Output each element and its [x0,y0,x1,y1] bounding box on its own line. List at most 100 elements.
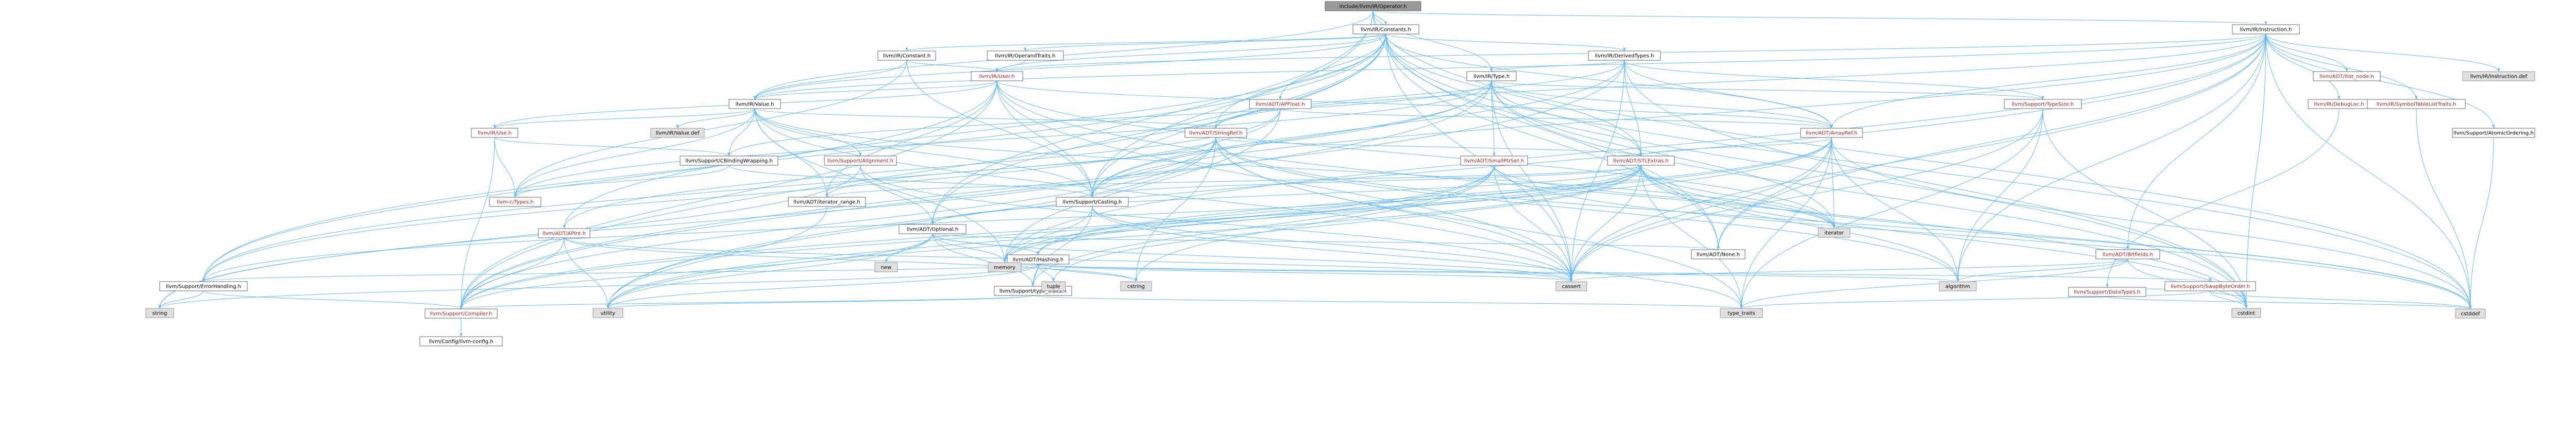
node-box [159,281,248,291]
edge-stlextras-to-tuple [1052,165,1641,282]
graph-node-user[interactable]: llvm/IR/User.h [971,71,1023,81]
edge-apfloat-to-arrayref [1280,108,1833,129]
graph-node-stlextras[interactable]: llvm/ADT/STLExtras.h [1607,155,1675,166]
node-label: llvm/ADT/Bitfields.h [2103,252,2153,258]
graph-node-symboltable[interactable]: llvm/IR/SymbolTableListTraits.h [2367,99,2466,109]
edge-swapbyteorder-to-cstdint [2210,290,2248,309]
graph-node-swapbyteorder[interactable]: llvm/Support/SwapByteOrder.h [2164,281,2256,291]
node-label: llvm/Support/Alignment.h [827,159,893,164]
edge-constants-to-cstddef [1385,33,2472,309]
graph-node-operandtraits[interactable]: llvm/IR/OperandTraits.h [987,50,1064,61]
graph-node-bitfields[interactable]: llvm/ADT/Bitfields.h [2095,249,2160,259]
node-box [2095,249,2160,259]
edge-type-to-typesize [1491,80,2044,100]
graph-node-cstddef: cstddef [2455,308,2486,319]
edge-type-to-arrayref [1491,80,1833,129]
graph-node-cstring: cstring [1120,281,1152,291]
edge-bitfields-to-cassert [1570,258,2128,282]
graph-node-cbindingwrapping[interactable]: llvm/Support/CBindingWrapping.h [680,155,778,166]
edge-value-to-value_def [676,108,755,129]
edge-use-to-compiler [460,137,495,309]
graph-node-optional[interactable]: llvm/ADT/Optional.h [899,224,967,234]
node-label: llvm/Config/llvm-config.h [429,339,494,345]
graph-node-memory: memory [988,262,1022,272]
graph-node-constant[interactable]: llvm/IR/Constant.h [877,50,936,61]
edge-constants-to-errorhandling [202,33,1386,282]
edge-hashing-to-tuple [1038,264,1055,282]
edge-hashing-to-utility [606,264,1039,309]
graph-node-llvm_ctypes[interactable]: llvm-c/Types.h [489,197,541,207]
graph-node-instruction[interactable]: llvm/IR/Instruction.h [2232,24,2300,34]
node-label: llvm/Support/ErrorHandling.h [166,284,241,290]
graph-node-iterator_range[interactable]: llvm/ADT/iterator_range.h [788,197,866,207]
graph-node-debugloc[interactable]: llvm/IR/DebugLoc.h [2308,99,2370,109]
edge-user-to-arrayref [996,80,1833,129]
edge-bitfields-to-algorithm [1956,258,2128,282]
node-box [1588,50,1661,61]
node-label: llvm/ADT/SmallPtrSet.h [1464,159,1524,164]
edge-optional-to-compiler [460,233,933,309]
graph-node-arrayref[interactable]: llvm/ADT/ArrayRef.h [1800,128,1863,138]
graph-node-string: string [145,308,174,318]
edge-hashing-to-errorhandling [202,264,1039,282]
graph-node-datatypes[interactable]: llvm/Support/DataTypes.h [2068,287,2146,297]
edge-arrayref-to-memory [1003,137,1832,263]
edge-atomicordering-to-cstddef [2469,137,2494,309]
edge-type-to-compiler [460,80,1492,309]
edge-symboltable-to-cstddef [2416,108,2472,309]
node-box [2462,71,2535,81]
node-label: llvm/ADT/Optional.h [907,227,958,233]
node-box [1041,281,1066,291]
graph-node-value[interactable]: llvm/IR/Value.h [728,99,781,109]
graph-node-typesize[interactable]: llvm/Support/TypeSize.h [2004,99,2082,109]
graph-node-apint[interactable]: llvm/ADT/APInt.h [538,228,590,238]
node-box [2232,24,2300,34]
edge-user-to-errorhandling [202,80,997,282]
edge-derivedtypes-to-stringref [1214,60,1625,129]
graph-node-casting[interactable]: llvm/Support/Casting.h [1056,197,1129,207]
edge-instruction-to-cstddef [2265,33,2472,309]
edge-instruction-to-arrayref [1830,33,2266,129]
edge-typesize-to-algorithm [1956,108,2043,282]
graph-node-type[interactable]: llvm/IR/Type.h [1466,71,1517,81]
edge-arrayref-to-stlextras [1639,137,1832,157]
node-label: llvm/IR/Type.h [1473,74,1510,80]
edge-alignment-to-optional [860,165,934,225]
node-label: cstring [1127,284,1145,290]
graph-node-derivedtypes[interactable]: llvm/IR/DerivedTypes.h [1588,50,1661,61]
node-label: include/llvm/IR/Operator.h [1340,4,1407,10]
graph-node-stringref[interactable]: llvm/ADT/StringRef.h [1184,128,1247,138]
graph-node-llvmconfig[interactable]: llvm/Config/llvm-config.h [419,336,503,346]
edge-value-to-cbindingwrapping [727,108,755,157]
graph-node-none[interactable]: llvm/ADT/None.h [1691,249,1745,259]
edge-root-to-cstddef [1372,10,2472,309]
edge-type-to-smallptrset [1491,80,1496,157]
graph-node-constants[interactable]: llvm/IR/Constants.h [1352,24,1419,34]
node-box [1056,197,1129,207]
node-box [899,224,967,234]
edge-value-to-stringref [754,108,1217,129]
graph-node-compiler[interactable]: llvm/Support/Compiler.h [425,308,498,319]
edge-constant-to-user [906,60,998,72]
graph-node-hashing[interactable]: llvm/ADT/Hashing.h [1007,254,1070,265]
edge-instruction-to-value [753,33,2266,100]
graph-node-use[interactable]: llvm/IR/Use.h [471,128,518,138]
graph-node-ilist_node[interactable]: llvm/ADT/ilist_node.h [2313,71,2381,81]
graph-node-errorhandling[interactable]: llvm/Support/ErrorHandling.h [159,281,248,291]
node-label: llvm/ADT/STLExtras.h [1613,159,1669,164]
edge-user-to-cstdint [996,80,2248,309]
edge-root-to-type [1372,10,1493,72]
node-label: string [152,311,167,317]
edge-value-to-llvm_ctypes [514,108,755,198]
edge-stringref-to-utility [606,137,1216,309]
graph-node-apfloat[interactable]: llvm/ADT/APFloat.h [1249,99,1312,109]
edge-casting-to-type_traits [1092,206,1743,309]
node-box [877,50,936,61]
graph-node-root[interactable]: include/llvm/IR/Operator.h [1325,1,1421,11]
node-label: llvm/ADT/iterator_range.h [793,200,860,205]
node-box [145,308,174,318]
graph-node-smallptrset[interactable]: llvm/ADT/SmallPtrSet.h [1460,155,1528,166]
graph-node-atomicordering[interactable]: llvm/Support/AtomicOrdering.h [2452,128,2535,138]
node-box [425,308,498,319]
graph-node-alignment[interactable]: llvm/Support/Alignment.h [824,155,897,166]
